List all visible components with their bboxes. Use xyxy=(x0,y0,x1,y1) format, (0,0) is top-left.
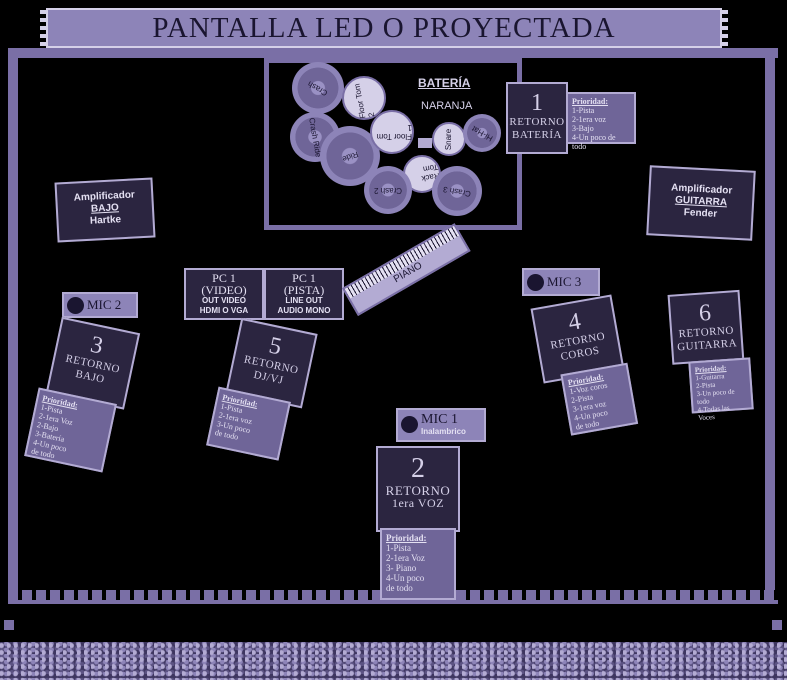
priority-item: de todo xyxy=(386,583,413,593)
crash-2-label: Crash 2 xyxy=(373,185,402,195)
crash-3-cymbal: Crash 3 xyxy=(432,166,482,216)
priority-item: 3-Bajo xyxy=(572,124,594,133)
snare-drum: Snare xyxy=(432,122,466,156)
pc-pista-line2: (PISTA) xyxy=(283,283,325,297)
pc-video-line1: PC 1 xyxy=(212,271,236,285)
monitor-4-priority: Prioridad: 1-Voz coros 2-Pista 3-1era vo… xyxy=(560,362,639,436)
mic-3: MIC 3 xyxy=(522,268,600,296)
mic-2: MIC 2 xyxy=(62,292,138,318)
kick-drum xyxy=(418,138,432,148)
monitor-1-label: RETORNO xyxy=(509,116,565,128)
barrier-post xyxy=(772,620,782,630)
piano-keys xyxy=(344,226,460,299)
stage-front-trim xyxy=(8,600,778,604)
guitar-amplifier: Amplificador GUITARRA Fender xyxy=(646,165,756,241)
monitor-2-priority: Prioridad: 1-Pista 2-1era Voz 3- Piano 4… xyxy=(380,528,456,600)
priority-item: 1-Pista xyxy=(386,543,412,553)
priority-title: Prioridad: xyxy=(386,533,427,543)
pc-video-line3: OUT VIDEO xyxy=(201,296,246,305)
mic-2-label: MIC 2 xyxy=(87,297,122,312)
monitor-2-label2: 1era VOZ xyxy=(391,496,445,510)
monitor-1-wedge: 1 RETORNO BATERÍA xyxy=(506,82,568,154)
bass-amplifier: Amplificador BAJO Hartke xyxy=(54,177,156,243)
mic-icon xyxy=(527,273,544,291)
crash-2-cymbal: Crash 2 xyxy=(364,166,412,214)
priority-item: 4-Todas las Voces xyxy=(697,403,730,423)
monitor-1-priority: Prioridad: 1-Pista 2-1era voz 3-Bajo 4-U… xyxy=(566,92,636,151)
hihat-cymbal: Hi-Hat xyxy=(463,114,501,152)
mic-1-label: MIC 1 xyxy=(421,412,458,427)
monitor-6-wedge: 6 RETORNO GUITARRA xyxy=(667,289,745,365)
priority-item: 1-Pista xyxy=(572,106,595,115)
crash-label: Crash xyxy=(306,78,330,98)
mic-icon xyxy=(67,296,84,314)
priority-item: 4-Un poco xyxy=(386,573,425,583)
floor-tom-2: Floor Tom 2 xyxy=(342,76,386,120)
mic-3-label: MIC 3 xyxy=(547,274,582,289)
ride-label: Ride xyxy=(340,148,360,164)
monitor-3-priority: Prioridad: 1-Pista 2-1era Voz 2-Bajo 3-B… xyxy=(24,387,117,473)
bass-amp-type: BAJO xyxy=(90,202,120,215)
stage-right-edge xyxy=(765,48,775,596)
monitor-2-wedge: 2 RETORNO 1era VOZ xyxy=(376,446,460,532)
monitor-6: 6 RETORNO GUITARRA Prioridad: 1-Guitarra… xyxy=(667,289,757,424)
stage-left-edge xyxy=(8,48,18,596)
priority-item: 2-1era voz xyxy=(572,115,606,124)
audience-area xyxy=(0,642,787,680)
pc-pista: PC 1 (PISTA) LINE OUT AUDIO MONO xyxy=(264,268,344,320)
monitor-2-label: RETORNO xyxy=(385,483,451,498)
monitor-1-number: 1 xyxy=(531,90,543,116)
mic-1-sub: Inalambrico xyxy=(421,427,466,436)
priority-item: 2-1era Voz xyxy=(386,553,425,563)
pc-video-line4: HDMI O VGA xyxy=(199,306,249,315)
monitor-2-number: 2 xyxy=(411,453,425,484)
pc-video-line2: (VIDEO) xyxy=(201,283,247,297)
pc-pista-line3: LINE OUT xyxy=(285,296,323,305)
stage-top-edge xyxy=(8,48,778,58)
snare-label: Snare xyxy=(444,128,454,150)
barrier-post xyxy=(4,620,14,630)
front-barrier xyxy=(0,612,787,640)
hihat-label: Hi-Hat xyxy=(469,123,495,143)
monitor-4: 4 RETORNO COROS Prioridad: 1-Voz coros 2… xyxy=(529,293,644,447)
pc-pista-line1: PC 1 xyxy=(292,271,316,285)
piano-label: PIANO xyxy=(391,260,425,286)
mic-1: MIC 1 Inalambrico xyxy=(396,408,486,442)
crash-3-label: Crash 3 xyxy=(442,184,472,198)
piano: PIANO xyxy=(342,223,471,316)
screen-title: PANTALLA LED O PROYECTADA xyxy=(152,11,616,44)
monitor-6-priority: Prioridad: 1-Guitarra 2-Pista 3-Un poco … xyxy=(688,357,754,422)
pc-pista-line4: AUDIO MONO xyxy=(277,306,331,315)
guitar-amp-type: GUITARRA xyxy=(674,194,728,209)
screen-banner: PANTALLA LED O PROYECTADA xyxy=(40,6,728,54)
monitor-1-label2: BATERÍA xyxy=(512,129,562,141)
crash-cymbal: Crash xyxy=(292,62,344,114)
monitor-3: 3 RETORNO BAJO Prioridad: 1-Pista 2-1era… xyxy=(14,313,144,477)
drums-label: BATERÍA xyxy=(418,76,471,90)
priority-title: Prioridad: xyxy=(572,97,608,106)
monitor-5: 5 RETORNO DJ/VJ Prioridad: 1-Pista 2-1er… xyxy=(204,316,321,472)
monitor-2: 2 RETORNO 1era VOZ Prioridad: 1-Pista 2-… xyxy=(376,446,460,602)
floor-tom-1: Floor Tom 1 xyxy=(370,110,414,154)
drums-color-label: NARANJA xyxy=(421,100,473,112)
floor-tom-2-label: Floor Tom 2 xyxy=(352,82,377,120)
pc-video: PC 1 (VIDEO) OUT VIDEO HDMI O VGA xyxy=(184,268,264,320)
floor-tom-1-label: Floor Tom 1 xyxy=(376,123,412,141)
priority-item: 4-Un poco de todo xyxy=(572,133,616,151)
priority-item: 3- Piano xyxy=(386,563,417,573)
mic-icon xyxy=(401,416,418,433)
